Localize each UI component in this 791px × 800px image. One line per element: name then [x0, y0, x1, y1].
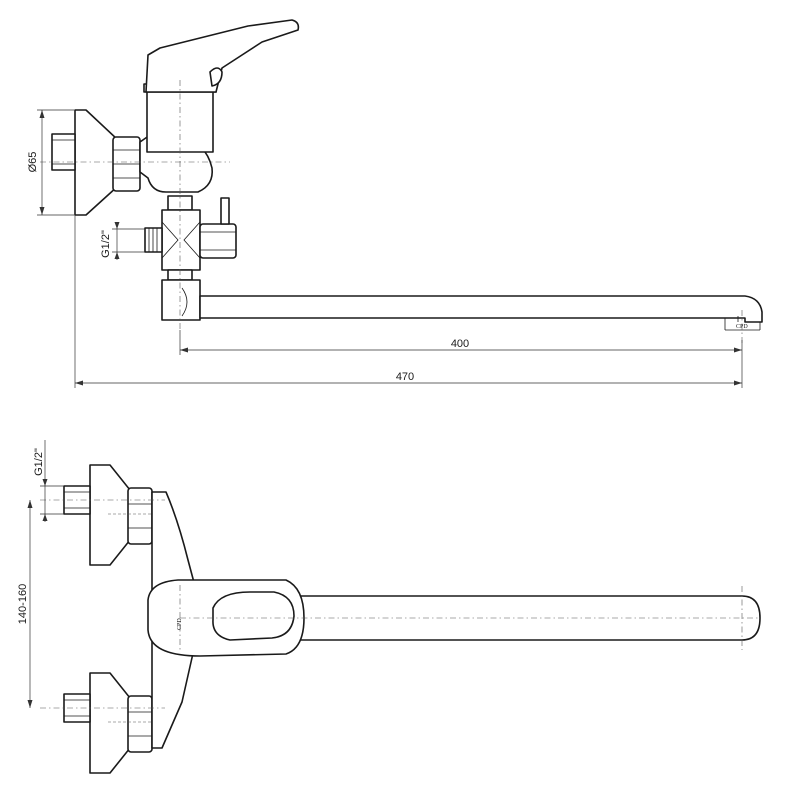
dimension-total-length: 470 [74, 215, 743, 388]
thread-side-label: G1/2" [100, 230, 112, 258]
diverter-block [144, 195, 237, 321]
spout: CPD [199, 295, 763, 331]
dimension-thread-side: G1/2" [100, 222, 145, 260]
handle-logo-text: CPD [177, 618, 183, 630]
dimension-center-distance: 140-160 [17, 500, 33, 708]
lower-inlet-fitting [63, 672, 153, 774]
spout-reach-label: 400 [451, 338, 469, 350]
diameter-label: Ø65 [27, 152, 39, 173]
mixer-body [139, 83, 217, 193]
side-view: CPD Ø65 G1/2" [27, 19, 763, 388]
plan-view: CPD G1/2" 140-160 [17, 440, 761, 774]
dimension-spout-reach: 400 [179, 330, 743, 355]
upper-inlet-fitting [63, 464, 153, 566]
dimension-diameter-65: Ø65 [27, 109, 74, 216]
total-length-label: 470 [396, 371, 414, 383]
dimension-thread-top: G1/2" [33, 440, 64, 522]
hex-nut [112, 136, 141, 192]
center-distance-label: 140-160 [17, 584, 29, 624]
thread-top-label: G1/2" [33, 448, 45, 476]
lever-handle [145, 19, 300, 93]
wall-flange [51, 109, 119, 216]
